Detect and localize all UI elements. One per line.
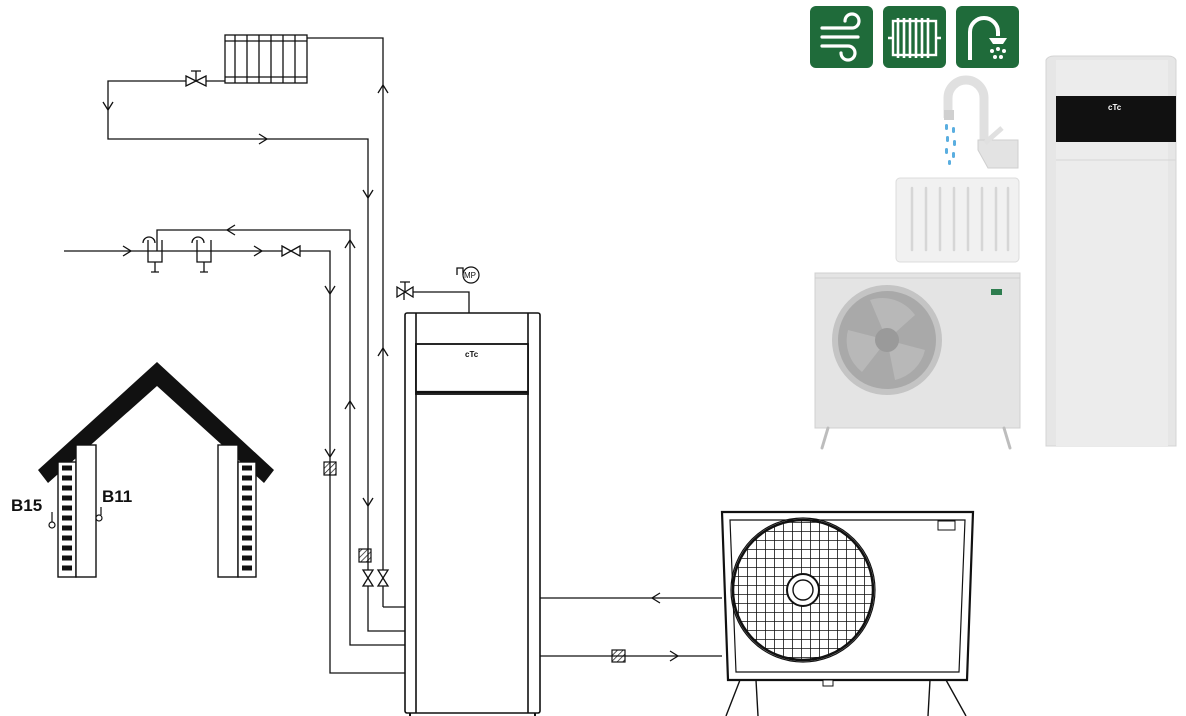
radiator-icon xyxy=(883,6,946,68)
sensor-b11: B11 xyxy=(95,487,132,522)
tap-illustration xyxy=(943,75,1019,169)
pressure-gauge: MP xyxy=(462,266,480,284)
house-roof xyxy=(38,362,274,483)
supply-check-valve xyxy=(376,569,390,587)
outdoor-unit-logo-plate xyxy=(937,520,956,531)
indoor-unit-illustration-logo: cTc xyxy=(1108,103,1122,112)
house: B15 B11 xyxy=(11,362,274,578)
filter-radiator xyxy=(358,548,372,563)
sensor-b15: B15 xyxy=(11,496,56,529)
radiator-supply-pipe xyxy=(307,37,384,607)
dirt-filters xyxy=(323,461,626,663)
piping xyxy=(64,37,722,674)
house-left-wall xyxy=(57,444,97,578)
radiator xyxy=(224,34,308,84)
return-check-valve xyxy=(361,569,375,587)
radiator-return-pipe xyxy=(107,80,369,609)
function-icons xyxy=(810,6,1019,68)
outdoor-unit-illustration xyxy=(814,272,1021,450)
valves xyxy=(142,70,414,587)
sensor-b11-label: B11 xyxy=(102,487,132,506)
indoor-unit-display xyxy=(1056,96,1176,142)
sensor-b15-label: B15 xyxy=(11,496,42,515)
filter-heat-pump xyxy=(611,649,626,663)
radiator-tank-return xyxy=(367,609,405,632)
outdoor-heat-pump xyxy=(720,510,975,716)
indoor-unit: cTc xyxy=(404,312,541,716)
indoor-unit-illustration: cTc xyxy=(1045,55,1177,447)
safety-valve-line xyxy=(404,291,470,313)
radiator-illustration xyxy=(895,177,1020,263)
ventilation-icon xyxy=(810,6,873,68)
mixing-valve-2 xyxy=(191,236,212,273)
water-drops-icon xyxy=(945,124,956,165)
flow-arrows xyxy=(102,83,680,662)
house-right-wall xyxy=(217,444,257,578)
filter-hot-water xyxy=(323,461,337,476)
cold-water-inlet-pipe xyxy=(64,229,405,646)
radiator-valve xyxy=(185,70,207,88)
hot-water-shower-icon xyxy=(956,6,1019,68)
safety-valve xyxy=(396,281,414,299)
indoor-unit-logo: cTc xyxy=(465,350,479,359)
pressure-gauge-label: MP xyxy=(464,271,476,280)
water-shutoff-valve xyxy=(281,244,301,258)
outdoor-unit-illustration-logo xyxy=(991,289,1002,295)
mixing-valve-1 xyxy=(142,236,163,273)
